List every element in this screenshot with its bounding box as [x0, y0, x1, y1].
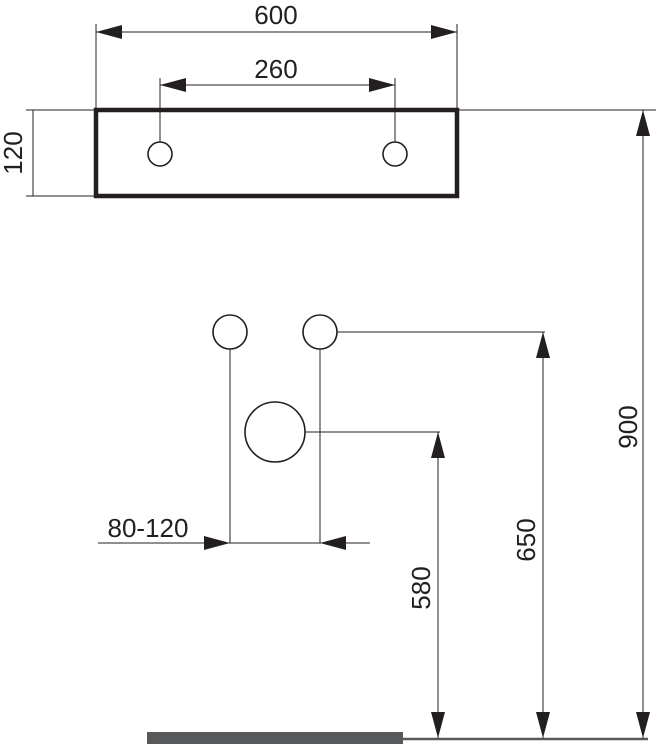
tap-hole-left: [147, 141, 173, 167]
dimension-650: [536, 332, 550, 738]
label-260: 260: [254, 54, 297, 84]
label-120: 120: [0, 131, 28, 174]
supply-connection-left: [212, 314, 248, 350]
dimension-900: [636, 110, 650, 738]
drain-connection: [244, 401, 306, 463]
dimension-580: [431, 432, 445, 738]
dimension-260: [159, 78, 396, 142]
label-80-120: 80-120: [108, 513, 189, 543]
basin-outline: [93, 107, 460, 199]
label-600: 600: [254, 0, 297, 30]
dimension-80-120: [98, 536, 370, 550]
supply-connection-right: [302, 314, 338, 350]
label-900: 900: [613, 405, 643, 448]
floor-slab: [147, 732, 403, 744]
label-580: 580: [406, 566, 436, 609]
dimension-120: [26, 109, 94, 197]
dimension-600: [95, 24, 458, 108]
tap-hole-right: [382, 141, 408, 167]
label-650: 650: [511, 518, 541, 561]
